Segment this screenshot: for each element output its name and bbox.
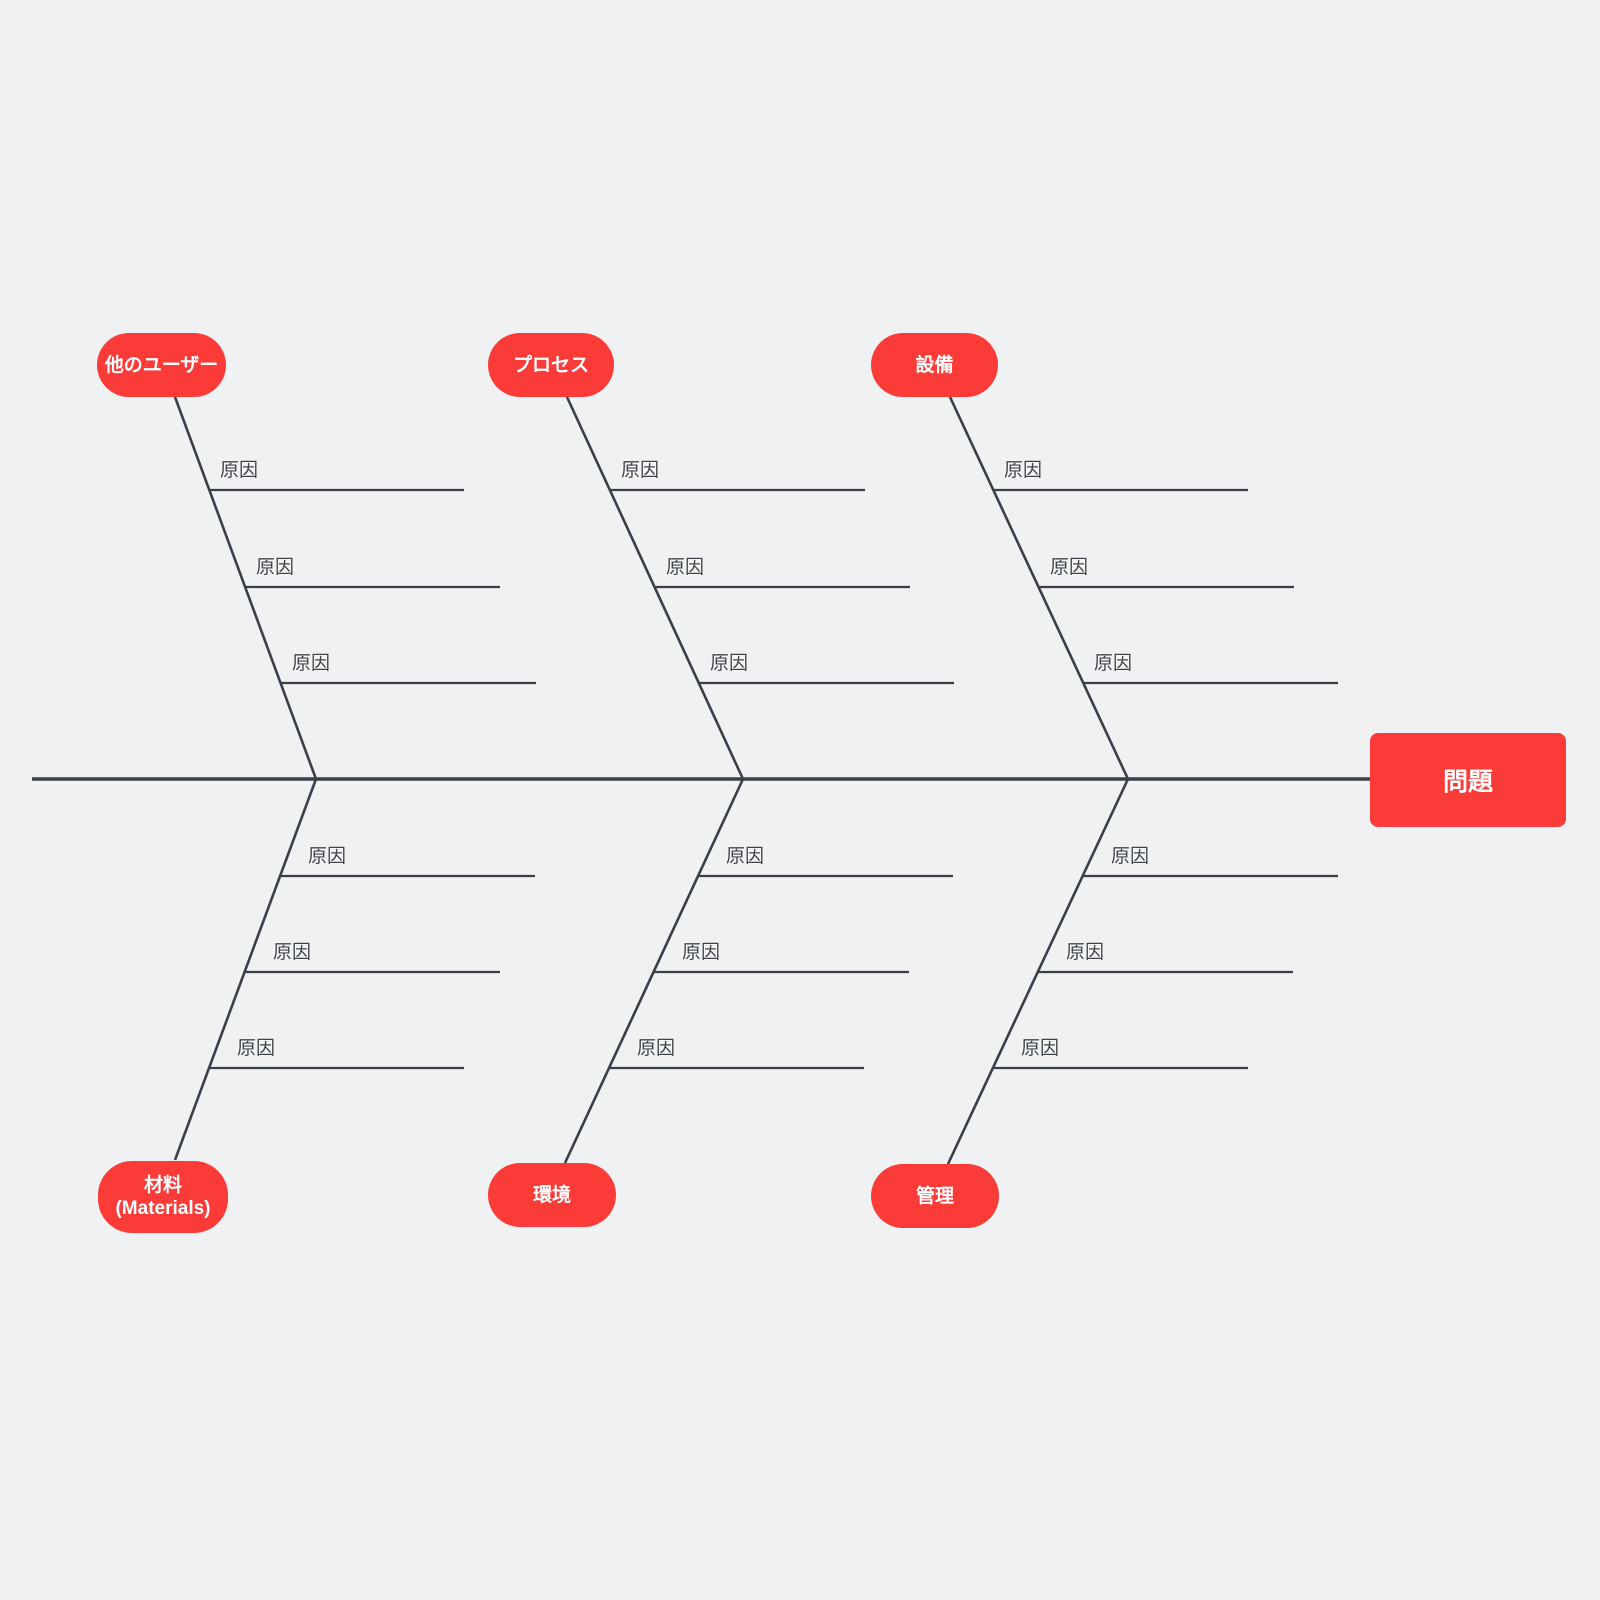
bone-bottom-1 [173, 778, 318, 1161]
cause-label[interactable]: 原因 [666, 557, 705, 578]
cause-label[interactable]: 原因 [710, 653, 749, 674]
category-node-other-users[interactable]: 他のユーザー [97, 333, 226, 397]
category-node-process[interactable]: プロセス [488, 333, 614, 397]
cause-label[interactable]: 原因 [237, 1038, 276, 1059]
cause-label[interactable]: 原因 [308, 846, 347, 867]
cause-label[interactable]: 原因 [1066, 942, 1105, 963]
cause-label[interactable]: 原因 [292, 653, 331, 674]
category-node-equipment[interactable]: 設備 [871, 333, 998, 397]
cause-label[interactable]: 原因 [1111, 846, 1150, 867]
cause-label[interactable]: 原因 [256, 557, 295, 578]
category-label: 設備 [915, 354, 954, 376]
cause-label[interactable]: 原因 [220, 460, 259, 481]
category-label: 他のユーザー [104, 354, 219, 376]
category-label: 材料 [143, 1175, 182, 1196]
category-label: プロセス [512, 354, 589, 376]
cause-label[interactable]: 原因 [1021, 1038, 1060, 1059]
problem-node[interactable]: 問題 [1370, 733, 1566, 827]
cause-label[interactable]: 原因 [1004, 460, 1043, 481]
category-node-management[interactable]: 管理 [871, 1164, 999, 1228]
category-label: 環境 [532, 1184, 571, 1206]
cause-label[interactable]: 原因 [273, 942, 312, 963]
category-label: 管理 [915, 1185, 954, 1207]
problem-label: 問題 [1442, 768, 1493, 796]
category-sublabel: (Materials) [115, 1198, 211, 1219]
cause-label[interactable]: 原因 [621, 460, 660, 481]
cause-label[interactable]: 原因 [726, 846, 765, 867]
category-node-environment[interactable]: 環境 [488, 1163, 616, 1227]
cause-label[interactable]: 原因 [637, 1038, 676, 1059]
category-node-materials[interactable]: 材料 (Materials) [98, 1161, 228, 1233]
cause-label[interactable]: 原因 [1050, 557, 1089, 578]
cause-label[interactable]: 原因 [1094, 653, 1133, 674]
cause-label[interactable]: 原因 [682, 942, 721, 963]
